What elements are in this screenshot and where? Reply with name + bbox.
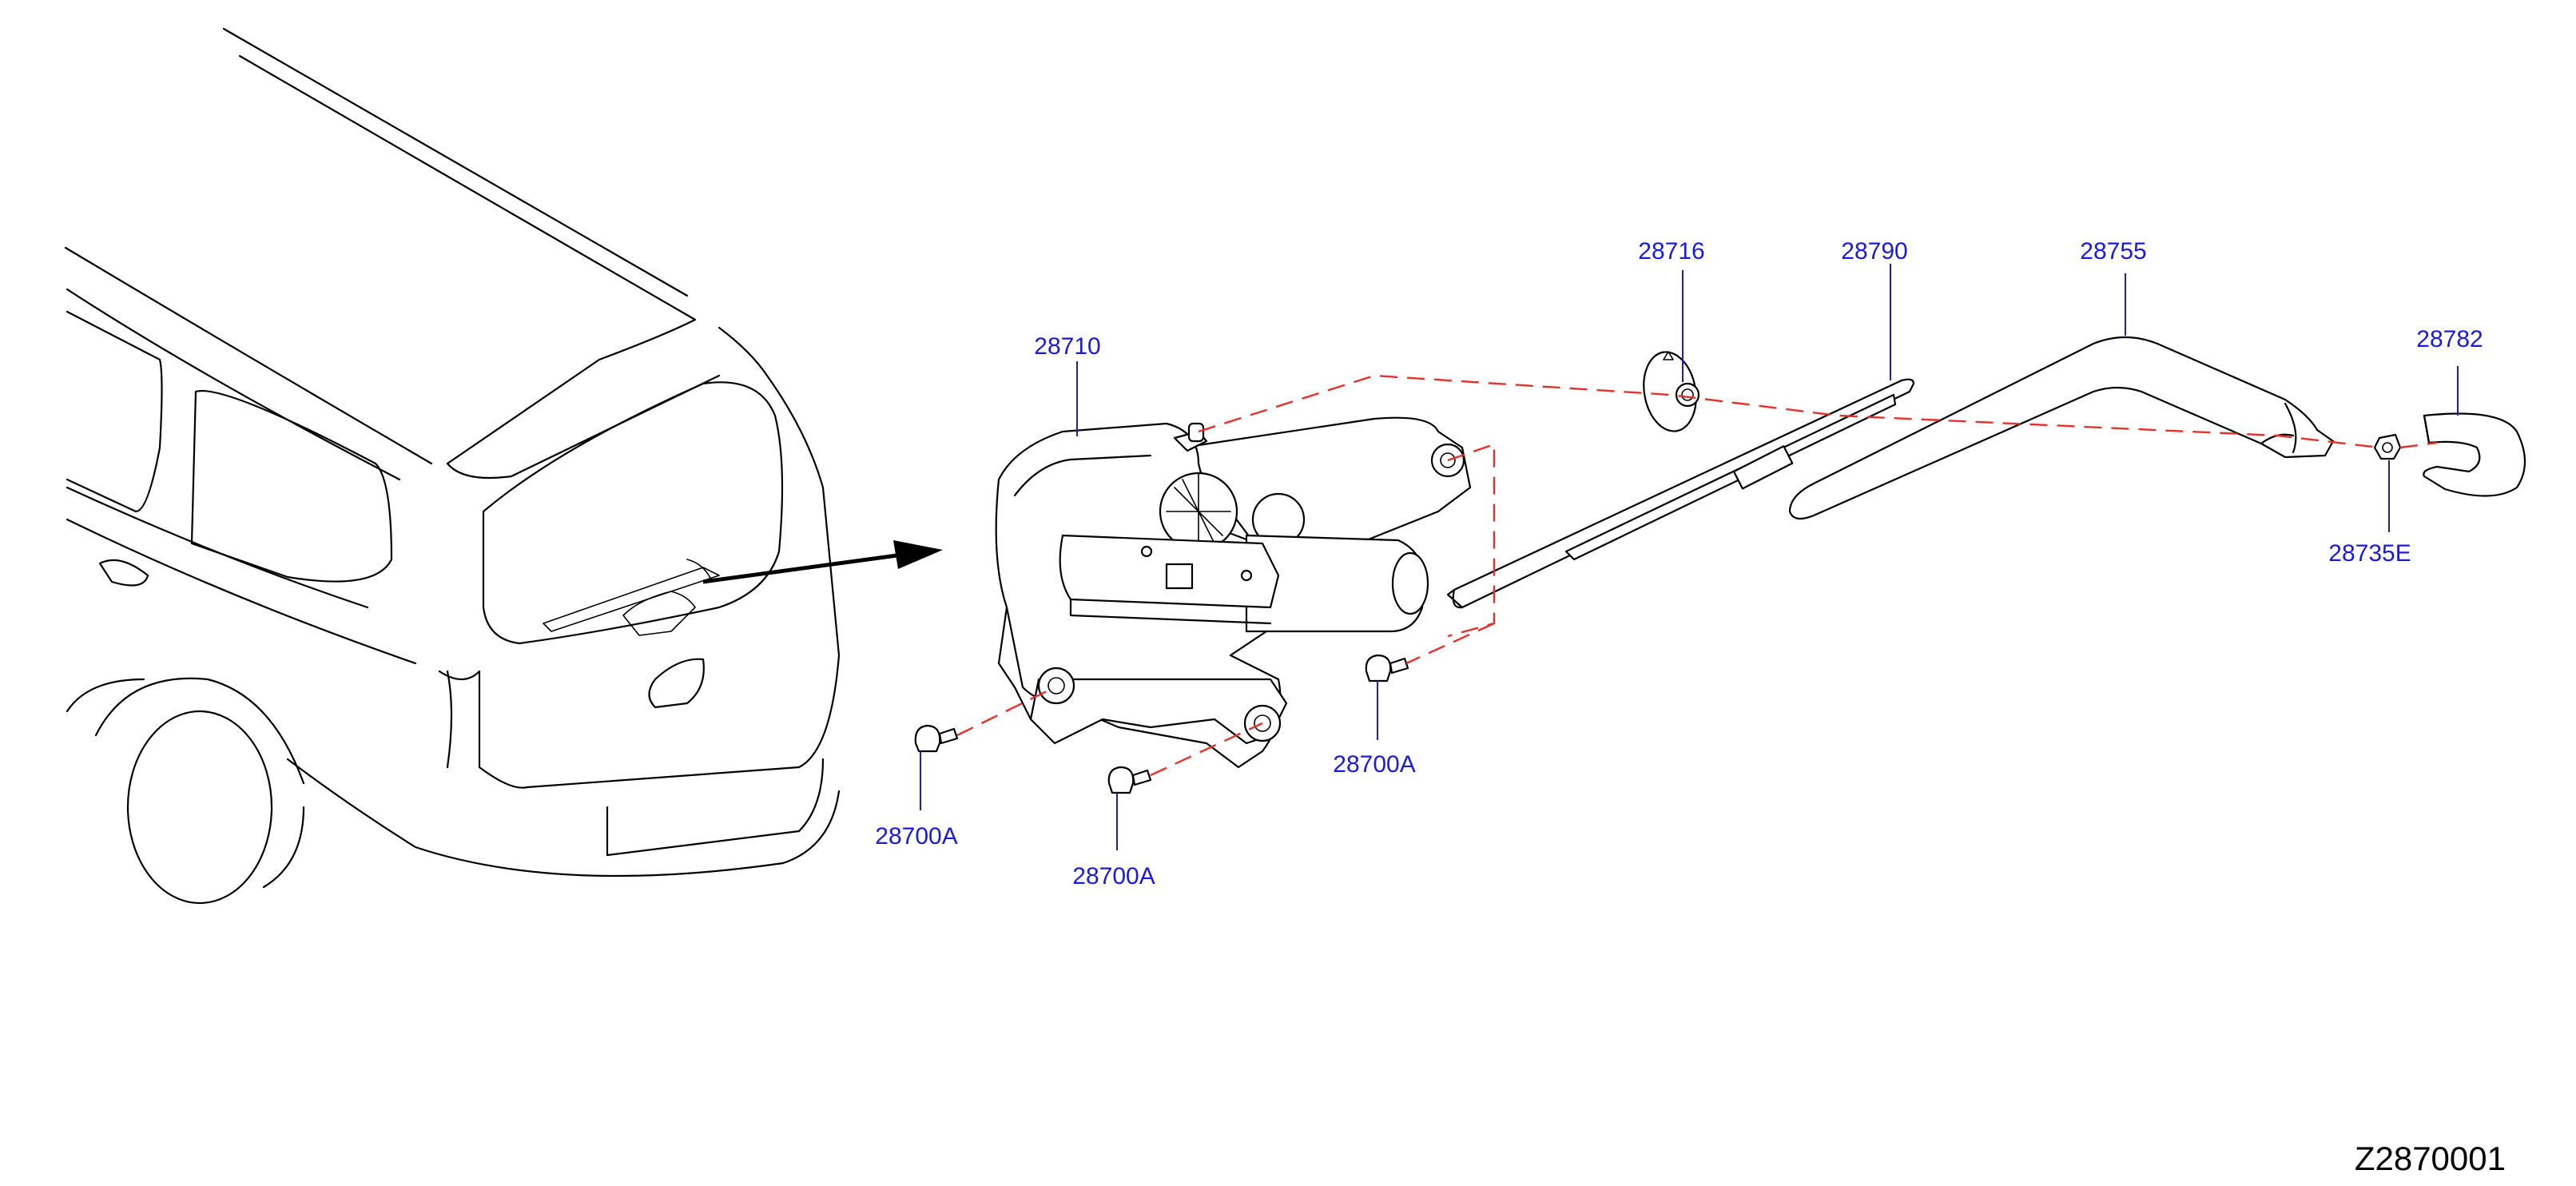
bolt-right: [1365, 654, 1409, 683]
wiper-motor: [995, 416, 1472, 769]
reference-arrow: [702, 540, 943, 584]
wiper-blade: [1446, 378, 1915, 609]
vehicle-outline: [64, 27, 841, 905]
dash-nut-to-cover: [2399, 441, 2438, 449]
diagram-code: Z2870001: [2355, 1140, 2506, 1177]
assembly-lines: [956, 374, 2438, 777]
label-28782: 28782: [2416, 326, 2483, 352]
label-28700A-right: 28700A: [1333, 751, 1415, 778]
label-28716: 28716: [1638, 238, 1704, 265]
wiper-arm: [1788, 336, 2335, 520]
dash-frame-to-bolt-right: [1405, 622, 1495, 665]
label-28710: 28710: [1034, 333, 1100, 360]
dash-bolt-middle-to-hole: [1150, 722, 1263, 777]
pivot-cap: [1643, 351, 1700, 432]
label-28790: 28790: [1841, 238, 1907, 265]
dash-bracket-frame: [1447, 443, 1496, 638]
arm-nut: [2373, 433, 2402, 460]
bolt-middle: [1107, 766, 1152, 794]
label-28755: 28755: [2080, 238, 2146, 265]
label-28700A-middle: 28700A: [1072, 863, 1155, 890]
label-28735E: 28735E: [2328, 540, 2411, 567]
label-28700A-left: 28700A: [875, 823, 957, 850]
bolt-left: [914, 724, 959, 753]
dash-bolt-left-to-hole: [956, 686, 1055, 737]
head-cover: [2423, 412, 2526, 497]
leader-lines: [920, 264, 2459, 850]
